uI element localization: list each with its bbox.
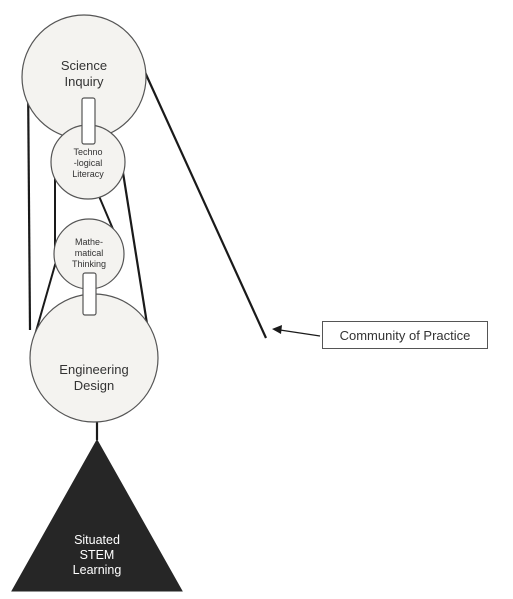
science-inquiry-label-line2: Inquiry — [64, 74, 104, 89]
tech-literacy-label-line3: Literacy — [72, 169, 104, 179]
tech-literacy-label-line2: -logical — [74, 158, 103, 168]
callout-arrow-head — [272, 325, 282, 334]
math-thinking-label-line1: Mathe- — [75, 237, 103, 247]
math-engineering-connector — [82, 272, 97, 316]
base-label-line1: Situated — [74, 533, 120, 547]
tech-right-link-line — [119, 159, 150, 331]
engineering-design-label-line2: Design — [74, 378, 114, 393]
science-inquiry-label-line1: Science — [61, 58, 107, 73]
base-label-line3: Learning — [73, 563, 122, 577]
engineering-design-label-line1: Engineering — [59, 362, 128, 377]
math-thinking-label-line3: Thinking — [72, 259, 106, 269]
math-left-link-line — [34, 257, 58, 336]
tech-literacy-label-line1: Techno — [73, 147, 102, 157]
science-tech-connector — [81, 97, 96, 145]
math-thinking-label-line2: matical — [75, 248, 104, 258]
callout-arrow-shaft — [279, 329, 321, 337]
situated-stem-learning-triangle — [11, 438, 183, 592]
community-of-practice-line — [142, 69, 268, 339]
left-outer-link-line — [26, 76, 32, 331]
community-of-practice-label: Community of Practice — [322, 321, 488, 349]
base-label-line2: STEM — [80, 548, 115, 562]
